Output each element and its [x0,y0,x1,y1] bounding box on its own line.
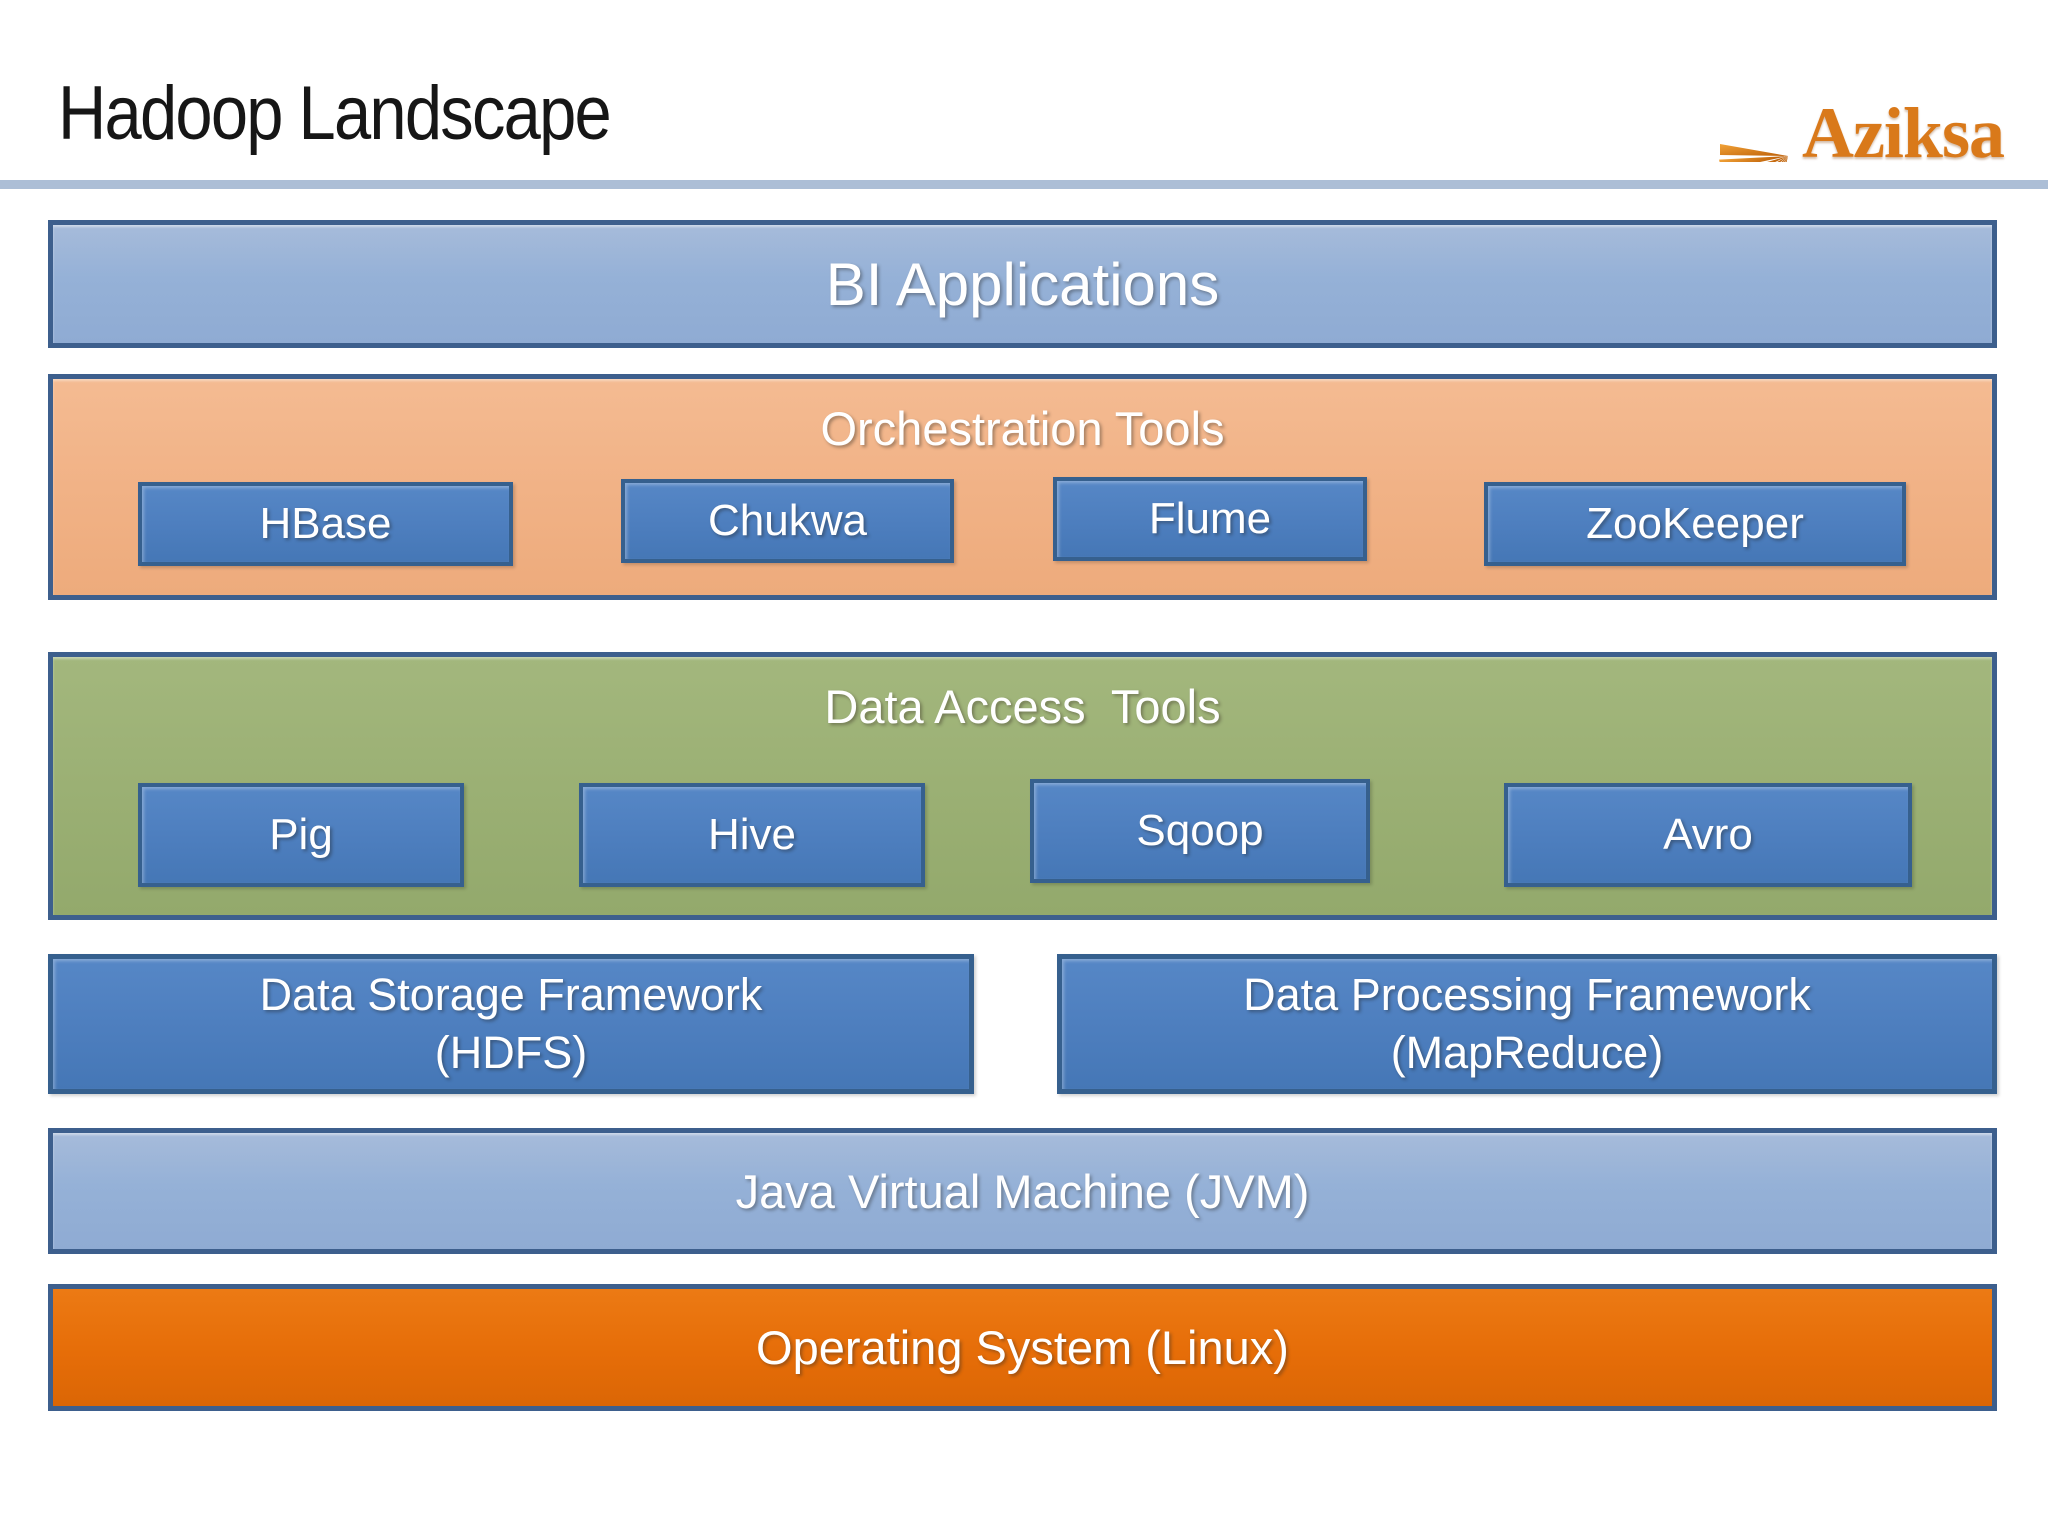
layer-jvm: Java Virtual Machine (JVM) [48,1128,1997,1254]
orchestration-title: Orchestration Tools [820,402,1225,455]
storage-framework-line1: Data Storage Framework [259,968,763,1020]
layer-operating-system: Operating System (Linux) [48,1284,1997,1411]
layer-orchestration-tools: Orchestration Tools HBase Chukwa Flume Z… [48,374,1997,600]
processing-framework-line2: (MapReduce) [1390,1027,1664,1078]
layer-data-storage-framework: Data Storage Framework (HDFS) [48,954,974,1094]
chip-hbase: HBase [138,482,513,566]
page-title: Hadoop Landscape [58,71,612,156]
chip-flume: Flume [1053,477,1367,561]
data-access-title: Data Access Tools [824,680,1221,733]
layer-data-processing-framework: Data Processing Framework (MapReduce) [1057,954,1997,1094]
fan-rays-icon [1714,84,1796,223]
chip-chukwa: Chukwa [621,479,954,563]
header-divider [0,180,2048,189]
logo-wordmark: Aziksa [1801,92,2005,173]
chip-avro: Avro [1504,783,1912,887]
layer-data-access-tools: Data Access Tools Pig Hive Sqoop Avro [48,652,1997,920]
storage-framework-line2: (HDFS) [434,1027,588,1078]
chip-hive: Hive [579,783,925,887]
chip-sqoop: Sqoop [1030,779,1370,883]
jvm-label: Java Virtual Machine (JVM) [735,1164,1310,1218]
os-label: Operating System (Linux) [756,1321,1289,1374]
bi-applications-label: BI Applications [825,250,1220,318]
processing-framework-line1: Data Processing Framework [1243,968,1811,1020]
layer-bi-applications: BI Applications [48,220,1997,348]
aziksa-logo: Aziksa [1714,84,2005,223]
chip-pig: Pig [138,783,464,887]
chip-zookeeper: ZooKeeper [1484,482,1906,566]
